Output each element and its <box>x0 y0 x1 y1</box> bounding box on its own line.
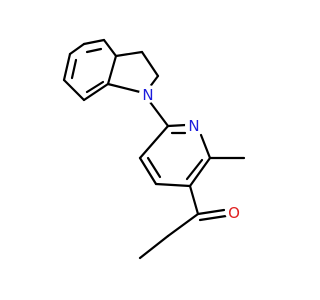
bond <box>138 124 170 160</box>
bond <box>140 50 160 78</box>
double-bond-inner <box>185 158 204 181</box>
bond <box>106 54 118 86</box>
atom-n-indoline: N <box>139 85 157 104</box>
bond <box>166 212 200 238</box>
bond <box>166 123 188 128</box>
bond <box>199 133 212 160</box>
bond <box>148 100 170 128</box>
atom-background <box>225 203 243 221</box>
atom-symbol-o-carbonyl: O <box>228 204 240 222</box>
atom-background <box>185 116 203 134</box>
double-bond-inner <box>70 58 78 80</box>
double-bond-inner <box>146 156 162 179</box>
bond <box>82 38 106 46</box>
bond <box>154 182 192 188</box>
bond <box>138 156 158 186</box>
bond-layer <box>62 38 246 260</box>
bond <box>82 82 110 102</box>
bond <box>62 52 72 82</box>
atom-symbol-n-indoline: N <box>142 86 153 104</box>
atom-n-pyridine: N <box>185 116 203 135</box>
double-bond-inner <box>198 214 228 222</box>
structure-canvas: N N O <box>62 38 246 260</box>
atom-labels: N N O <box>139 85 243 222</box>
bond <box>62 78 86 102</box>
bond <box>106 82 142 94</box>
double-bond-inner <box>85 80 105 94</box>
atom-o-carbonyl: O <box>225 203 243 222</box>
bond <box>188 184 200 216</box>
double-bond-inner <box>85 47 103 54</box>
bond <box>114 50 144 58</box>
molecule-diagram: N N O <box>62 38 246 260</box>
atom-background <box>139 85 157 103</box>
atom-symbol-n-pyridine: N <box>188 117 199 135</box>
bond <box>188 156 212 188</box>
bond <box>138 234 170 260</box>
bond <box>68 42 86 56</box>
bond <box>196 208 226 216</box>
bond <box>102 38 118 58</box>
